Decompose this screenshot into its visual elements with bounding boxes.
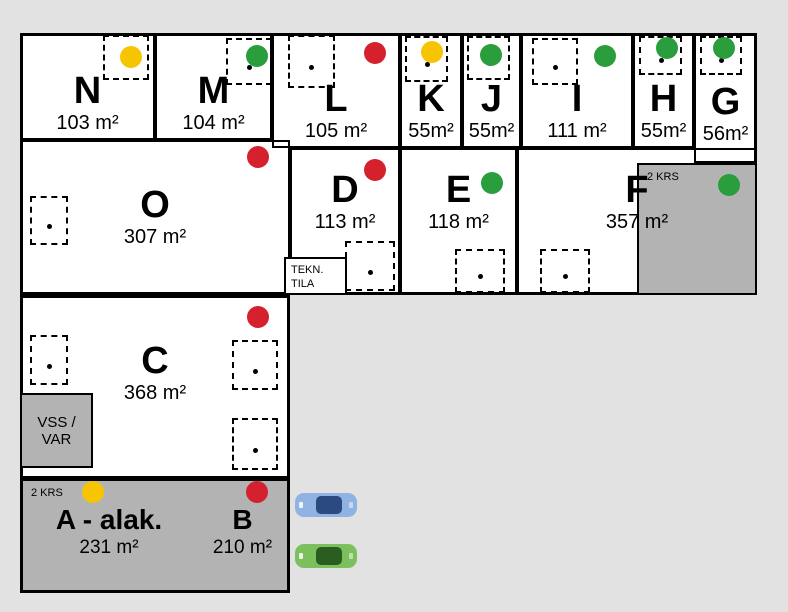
door-symbol-f xyxy=(540,249,590,293)
unit-label: H xyxy=(649,78,678,120)
unit-M[interactable]: M 104 m² xyxy=(155,33,272,140)
unit-label: F xyxy=(625,168,649,211)
unit-label: O xyxy=(140,183,170,226)
unit-area: 111 m² xyxy=(547,120,607,142)
tekn-tila-room: TEKN. TILA xyxy=(284,257,347,295)
unit-N[interactable]: N 103 m² xyxy=(20,33,155,140)
krs-label: 2 KRS xyxy=(31,487,63,499)
status-dot-A xyxy=(82,481,104,503)
car-icon-green xyxy=(295,544,357,568)
unit-H[interactable]: H 55m² xyxy=(633,33,694,148)
status-dot-B xyxy=(246,481,268,503)
status-dot-J xyxy=(480,44,502,66)
unit-label: N xyxy=(73,70,102,112)
vss-var-room: VSS / VAR xyxy=(20,393,93,468)
door-symbol-d xyxy=(345,241,395,291)
unit-area: 357 m² xyxy=(605,210,669,233)
unit-J[interactable]: J 55m² xyxy=(462,33,521,148)
unit-label: J xyxy=(480,78,503,120)
unit-area: 210 m² xyxy=(212,537,273,559)
unit-label: M xyxy=(197,70,230,112)
unit-label: A - alak. xyxy=(55,504,163,535)
unit-area: 105 m² xyxy=(304,120,368,142)
status-dot-L xyxy=(364,42,386,64)
unit-area: 231 m² xyxy=(79,537,139,559)
door-symbol-l xyxy=(288,35,335,88)
unit-label: C xyxy=(141,340,169,382)
door-symbol-c-1 xyxy=(30,335,68,385)
unit-label: D xyxy=(331,168,359,211)
door-symbol-e xyxy=(455,249,505,293)
status-dot-I xyxy=(594,45,616,67)
unit-area: 118 m² xyxy=(428,210,489,233)
status-dot-D xyxy=(364,159,386,181)
unit-area: 55m² xyxy=(468,120,515,142)
unit-C[interactable]: C 368 m² xyxy=(20,295,290,478)
door-symbol-k xyxy=(405,36,448,82)
unit-A[interactable]: A - alak. 231 m² xyxy=(23,504,195,561)
status-dot-C xyxy=(247,306,269,328)
door-symbol-i xyxy=(532,38,578,85)
status-dot-N xyxy=(120,46,142,68)
unit-area: 368 m² xyxy=(123,382,187,404)
unit-label: I xyxy=(571,78,583,120)
unit-label: B xyxy=(232,504,253,535)
unit-area: 55m² xyxy=(640,120,687,142)
unit-label: G xyxy=(710,81,741,123)
unit-F[interactable]: 2 KRS F 357 m² xyxy=(517,148,757,295)
unit-B[interactable]: B 210 m² xyxy=(195,504,290,561)
unit-E[interactable]: E 118 m² xyxy=(400,148,517,295)
door-symbol-o xyxy=(30,196,68,245)
unit-AB-block: 2 KRS A - alak. 231 m² B 210 m² xyxy=(20,478,290,593)
unit-area: 55m² xyxy=(408,120,454,142)
unit-area: 103 m² xyxy=(56,112,119,134)
unit-area: 113 m² xyxy=(314,210,376,233)
unit-O[interactable]: O 307 m² xyxy=(20,140,290,295)
door-symbol-h xyxy=(639,36,682,75)
unit-K[interactable]: K 55m² xyxy=(400,33,462,148)
unit-label: E xyxy=(445,168,472,211)
unit-area: 56m² xyxy=(702,123,749,145)
unit-L[interactable]: L 105 m² xyxy=(272,33,400,148)
status-dot-M xyxy=(246,45,268,67)
unit-area: 104 m² xyxy=(182,112,245,134)
status-dot-K xyxy=(421,41,443,63)
status-dot-H xyxy=(656,37,678,59)
status-dot-E xyxy=(481,172,503,194)
door-symbol-m xyxy=(226,38,272,85)
unit-G[interactable]: G 56m² xyxy=(694,33,757,163)
unit-label: K xyxy=(417,78,445,120)
door-symbol-c-3 xyxy=(232,418,278,470)
car-icon-blue xyxy=(295,493,357,517)
unit-area: 307 m² xyxy=(123,225,187,248)
unit-I[interactable]: I 111 m² xyxy=(521,33,633,148)
door-symbol-c-2 xyxy=(232,340,278,390)
krs-label: 2 KRS xyxy=(647,171,679,183)
status-dot-G xyxy=(713,37,735,59)
status-dot-F xyxy=(718,174,740,196)
status-dot-O xyxy=(247,146,269,168)
unit-label: L xyxy=(324,78,348,120)
